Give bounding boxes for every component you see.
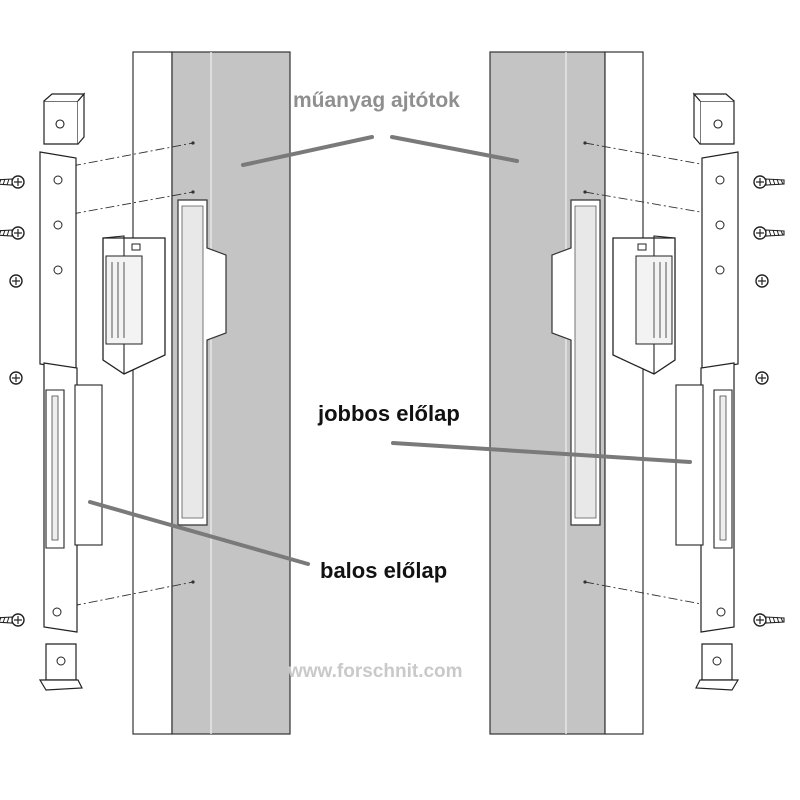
leader-right-faceplate <box>391 441 692 464</box>
watermark-url: www.forschnit.com <box>288 661 463 682</box>
leader-doors-left <box>241 135 374 167</box>
label-left-faceplate: balos előlap <box>320 558 448 583</box>
leader-doors-right <box>390 135 519 163</box>
left-strike-assembly <box>0 92 166 691</box>
left-door-frame <box>132 51 291 735</box>
label-right-faceplate: jobbos előlap <box>318 401 460 426</box>
leader-lines <box>88 135 692 566</box>
right-door-frame <box>489 51 644 735</box>
alignment-lines <box>71 142 713 607</box>
label-plastic-door-frames: műanyag ajtótok <box>293 89 460 112</box>
right-strike-assembly <box>612 92 785 691</box>
leader-left-faceplate <box>88 500 310 566</box>
